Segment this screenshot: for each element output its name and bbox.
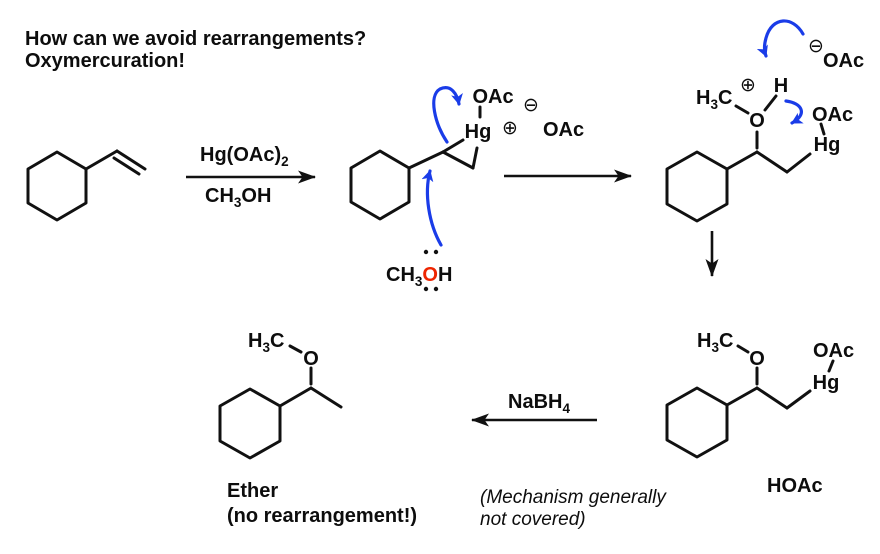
solvent-ch: CH	[205, 185, 234, 207]
reactant-vinylcyclohexane	[26, 149, 147, 222]
bond-h3c-o	[734, 104, 750, 115]
bond	[84, 149, 119, 171]
reagent-hgoac2-sub: 2	[281, 154, 289, 169]
acetate-base-label: OAc	[823, 50, 864, 72]
title-line1: How can we avoid rearrangements?	[25, 28, 366, 50]
byproduct-hoac-label: HOAc	[767, 475, 823, 497]
curved-arrow-methanol-attack	[421, 169, 443, 247]
lone-pair-dot	[423, 249, 429, 255]
methyl-label: H3C	[697, 330, 733, 355]
ether-product: H3C O Ether (no rearrangement!)	[218, 330, 417, 527]
reaction-arrow-nabh4: NaBH4	[471, 391, 597, 427]
bond	[407, 150, 445, 170]
oac-label: OAc	[812, 104, 853, 126]
mercurinium-ion: OAc Hg ⊕ ⊖ OAc	[349, 86, 584, 247]
minus-charge-icon: ⊖	[808, 35, 824, 57]
hg-label: Hg	[814, 134, 841, 156]
o-label: O	[303, 348, 319, 370]
reagent-nabh4: NaBH4	[508, 391, 570, 416]
reagent-hgoac2: Hg(OAc)2	[200, 144, 289, 169]
curved-arrow-hg-bond-shift	[432, 86, 463, 144]
bond-c-hg	[441, 138, 465, 154]
curved-arrow-oh-bond-cleavage	[784, 99, 804, 125]
note-line2: not covered)	[480, 509, 586, 530]
sub3: 3	[262, 340, 270, 355]
reaction-arrow-1: Hg(OAc)2 CH3OH	[186, 144, 316, 210]
o-label: O	[749, 110, 765, 132]
bond-h3c-o	[736, 344, 750, 354]
product-caption-2: (no rearrangement!)	[227, 505, 417, 527]
solvent-ch3oh: CH3OH	[205, 185, 271, 210]
bond	[441, 150, 475, 170]
oxocarbenium-intermediate: H3C ⊕ H O OAc Hg ⊖ OAc	[665, 19, 864, 223]
methanol-h: H	[438, 264, 452, 286]
organomercury-ether: H3C O OAc Hg HOAc	[665, 330, 854, 497]
methyl-label: H3C	[696, 87, 732, 112]
h: H	[248, 330, 262, 352]
methanol-o: O	[422, 264, 438, 286]
hg-label: Hg	[813, 372, 840, 394]
bond-c-hg	[471, 146, 479, 170]
nabh: NaBH	[508, 391, 562, 413]
cyclohexane-ring	[665, 386, 729, 459]
solvent-oh: OH	[241, 185, 271, 207]
reagent-hgoac2-main: Hg(OAc)	[200, 144, 281, 166]
c: C	[719, 330, 733, 352]
cyclohexane-ring	[665, 150, 729, 223]
bond-c-hg	[785, 152, 812, 174]
bond-h3c-o	[288, 344, 303, 354]
methanol-nucleophile: CH3OH	[386, 249, 452, 292]
note-line1: (Mechanism generally	[480, 487, 667, 508]
sub3: 3	[711, 340, 719, 355]
acetate-counterion-label: OAc	[543, 119, 584, 141]
bond-hg-oac	[827, 359, 835, 373]
plus-charge-icon: ⊕	[502, 117, 518, 139]
h: H	[696, 87, 710, 109]
cyclohexane-ring	[218, 387, 282, 460]
c: C	[270, 330, 284, 352]
methanol-sub: 3	[415, 274, 423, 289]
methanol-formula: CH3OH	[386, 264, 452, 289]
bond	[755, 150, 789, 174]
bond	[725, 386, 759, 407]
methanol-ch: CH	[386, 264, 415, 286]
lone-pair-dot	[433, 249, 439, 255]
cyclohexane-ring	[349, 149, 411, 221]
curved-arrow-acetate-deprotonation	[756, 19, 805, 58]
proton-label: H	[774, 75, 788, 97]
bond	[278, 386, 313, 408]
plus-charge-icon: ⊕	[740, 74, 756, 96]
methyl-label: H3C	[248, 330, 284, 355]
lone-pair-dot	[433, 286, 439, 292]
bond	[755, 386, 789, 410]
double-bond	[112, 156, 141, 176]
bond-hg-oac	[819, 122, 826, 136]
title: How can we avoid rearrangements? Oxymerc…	[25, 28, 366, 72]
hg-label: Hg	[465, 121, 492, 143]
oac-label: OAc	[472, 86, 513, 108]
bond	[309, 386, 343, 409]
bond	[725, 150, 759, 171]
bond	[115, 149, 147, 171]
cyclohexane-ring	[26, 150, 88, 222]
mechanism-note: (Mechanism generally not covered)	[480, 487, 667, 530]
bond-o-h	[763, 94, 778, 112]
solvent-sub: 3	[234, 195, 242, 210]
sub3: 3	[710, 97, 718, 112]
minus-charge-icon: ⊖	[523, 94, 539, 116]
sub4: 4	[562, 401, 570, 416]
oac-label: OAc	[813, 340, 854, 362]
bond-c-hg	[785, 389, 812, 410]
o-label: O	[749, 348, 765, 370]
c: C	[718, 87, 732, 109]
lone-pair-dot	[423, 286, 429, 292]
product-caption-1: Ether	[227, 480, 278, 502]
title-line2: Oxymercuration!	[25, 50, 185, 72]
h: H	[697, 330, 711, 352]
